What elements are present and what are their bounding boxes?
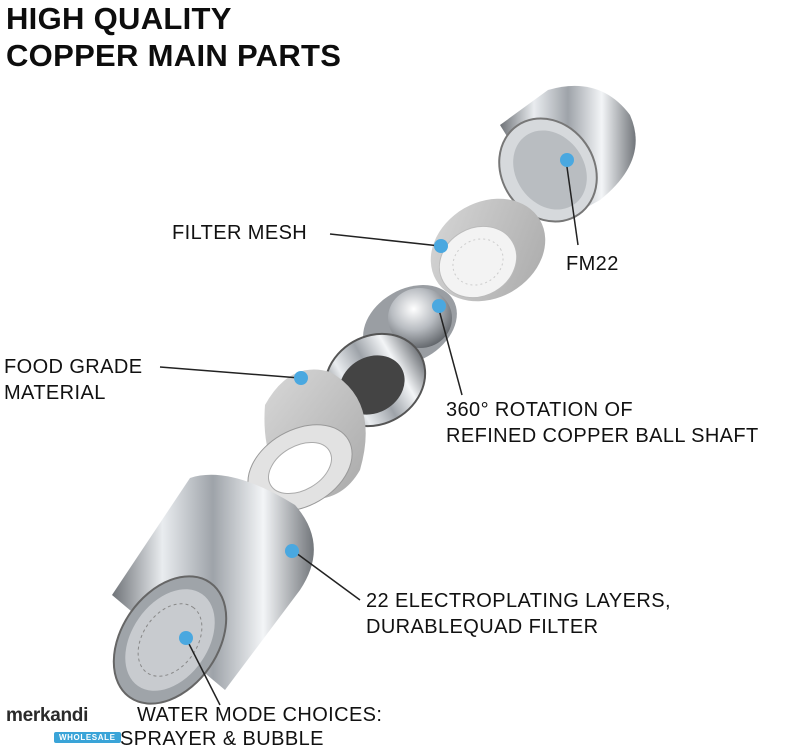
food-grade-ring (247, 369, 366, 512)
marker-electroplating (285, 544, 299, 558)
label-electro-2: DURABLEQUAD FILTER (366, 616, 599, 638)
page-title: HIGH QUALITY COPPER MAIN PARTS (6, 0, 341, 74)
watermark-sub: WHOLESALE (54, 732, 121, 743)
marker-filter-mesh (434, 239, 448, 253)
filter-mesh-part (430, 198, 546, 302)
leader-lines (159, 159, 579, 706)
merkandi-watermark: merkandi WHOLESALE (6, 705, 124, 745)
label-water-2: SPRAYER & BUBBLE (120, 728, 324, 750)
part-markers (179, 153, 574, 645)
watermark-brand: merkandi (6, 705, 89, 726)
title-line-2: COPPER MAIN PARTS (6, 38, 342, 73)
label-fm22: FM22 (566, 253, 619, 275)
label-rotation-1: 360° ROTATION OF (446, 399, 634, 421)
marker-water-mode (179, 631, 193, 645)
marker-fm22 (560, 153, 574, 167)
title-line-1: HIGH QUALITY (6, 1, 232, 36)
label-rotation-2: REFINED COPPER BALL SHAFT (446, 425, 759, 447)
label-water-1: WATER MODE CHOICES: (137, 704, 383, 726)
label-filter-mesh: FILTER MESH (172, 222, 308, 244)
bottom-chrome-body (112, 474, 314, 705)
marker-ball-shaft (432, 299, 446, 313)
label-electro-1: 22 ELECTROPLATING LAYERS, (366, 590, 671, 612)
marker-food-grade (294, 371, 308, 385)
label-food-grade-1: FOOD GRADE (4, 356, 143, 378)
label-food-grade-2: MATERIAL (4, 382, 106, 404)
